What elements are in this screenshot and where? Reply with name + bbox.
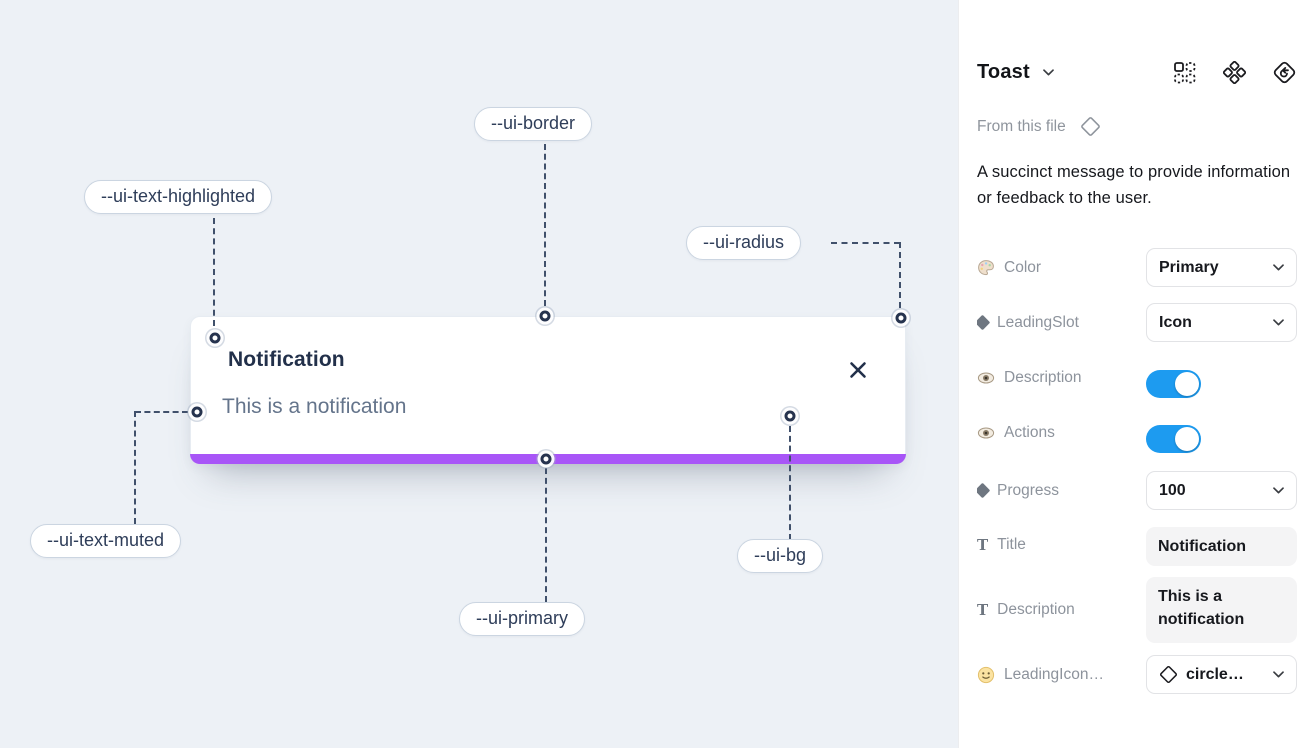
- anchor-border[interactable]: [539, 310, 551, 322]
- variable-label-ui-bg[interactable]: --ui-bg: [737, 539, 824, 573]
- connector-line-text-muted-h: [135, 411, 188, 413]
- toast-component[interactable]: Notification This is a notification: [190, 316, 906, 464]
- component-description: A succinct message to provide informatio…: [977, 163, 1291, 207]
- palette-icon: [978, 259, 994, 275]
- prop-row-progress: Progress 100: [977, 471, 1297, 510]
- close-icon[interactable]: [847, 359, 869, 381]
- prop-row-actions: Actions: [977, 419, 1296, 453]
- leading-slot-select[interactable]: Icon: [1146, 303, 1297, 342]
- canvas[interactable]: Notification This is a notification --ui…: [0, 0, 958, 748]
- smiley-icon: [977, 666, 995, 683]
- progress-select[interactable]: 100: [1146, 471, 1297, 510]
- variable-label-ui-text-muted[interactable]: --ui-text-muted: [30, 524, 182, 558]
- connector-line-bg: [789, 426, 791, 540]
- variable-label-ui-text-highlighted[interactable]: --ui-text-highlighted: [84, 180, 273, 214]
- color-select[interactable]: Primary: [1146, 248, 1297, 287]
- variable-label-ui-radius[interactable]: --ui-radius: [686, 226, 802, 260]
- panel-header: Toast: [977, 58, 1296, 86]
- variable-label-ui-border[interactable]: --ui-border: [474, 107, 593, 141]
- instance-swap-icon[interactable]: [1173, 61, 1196, 84]
- connector-line-text-muted-v: [134, 411, 136, 524]
- variant-diamond-icon: [977, 482, 991, 499]
- source-label: From this file: [977, 117, 1066, 135]
- prop-label-title: T Title: [977, 536, 1026, 554]
- connector-line-text-highlighted: [213, 218, 215, 326]
- eye-icon: [977, 427, 995, 439]
- component-icon[interactable]: [1223, 60, 1246, 84]
- chevron-down-icon: [1273, 319, 1284, 326]
- text-prop-icon: T: [977, 601, 989, 619]
- variable-label-ui-primary[interactable]: --ui-primary: [459, 602, 585, 636]
- toggle-knob: [1175, 372, 1199, 396]
- connector-line-radius-v: [899, 242, 901, 308]
- anchor-bg[interactable]: [784, 410, 796, 422]
- prop-row-leading-slot: LeadingSlot Icon: [977, 303, 1297, 342]
- connector-line-primary: [545, 468, 547, 602]
- prop-row-leading-icon: LeadingIcon… circle…: [977, 655, 1297, 694]
- toggle-knob: [1175, 427, 1199, 451]
- anchor-text-highlighted[interactable]: [209, 332, 221, 344]
- prop-row-title: T Title Notification: [977, 527, 1297, 567]
- prop-label-leading-slot: LeadingSlot: [977, 314, 1079, 332]
- title-input[interactable]: Notification: [1146, 527, 1297, 567]
- anchor-radius[interactable]: [895, 312, 907, 324]
- prop-label-color: Color: [977, 259, 1041, 277]
- chevron-down-icon: [1273, 264, 1284, 271]
- prop-label-leading-icon: LeadingIcon…: [977, 666, 1104, 684]
- prop-row-description: Description: [977, 364, 1296, 398]
- chevron-down-icon[interactable]: [1043, 68, 1054, 76]
- connector-line-border: [544, 144, 546, 306]
- text-prop-icon: T: [977, 536, 989, 554]
- leading-icon-select[interactable]: circle…: [1146, 655, 1297, 694]
- source-row: From this file: [977, 116, 1101, 137]
- description-toggle[interactable]: [1146, 370, 1201, 398]
- prop-label-description: Description: [977, 369, 1082, 387]
- connector-line-radius-h: [831, 242, 900, 244]
- toast-description: This is a notification: [222, 395, 407, 418]
- icon-diamond-icon: [1159, 665, 1178, 684]
- description-input[interactable]: This is a notification: [1146, 577, 1297, 643]
- variant-diamond-icon: [977, 314, 991, 331]
- toast-title: Notification: [228, 348, 345, 371]
- prop-row-color: Color Primary: [977, 248, 1297, 287]
- chevron-down-icon: [1273, 487, 1284, 494]
- prop-label-progress: Progress: [977, 482, 1059, 500]
- anchor-text-muted[interactable]: [191, 406, 203, 418]
- chevron-down-icon: [1273, 671, 1284, 678]
- prop-row-description-text: T Description This is a notification: [977, 577, 1297, 643]
- properties-panel: Toast: [958, 0, 1312, 748]
- actions-toggle[interactable]: [1146, 425, 1201, 453]
- prop-label-actions: Actions: [977, 424, 1055, 442]
- component-name: Toast: [977, 60, 1030, 83]
- eye-icon: [977, 372, 995, 384]
- file-diamond-icon[interactable]: [1080, 116, 1101, 137]
- prop-label-description-text: T Description: [977, 601, 1075, 619]
- back-to-instance-icon[interactable]: [1273, 61, 1296, 84]
- anchor-primary[interactable]: [540, 453, 552, 465]
